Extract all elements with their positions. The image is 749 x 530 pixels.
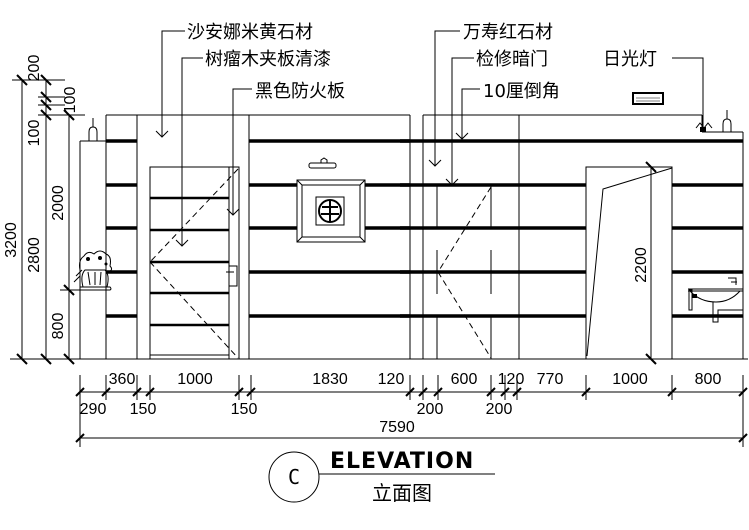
dim-upper: 200 <box>26 55 43 82</box>
view-letter: C <box>288 465 300 489</box>
dim-h-120a: 120 <box>378 371 405 388</box>
dim-h-150b: 150 <box>231 401 258 418</box>
dim-total-height: 3200 <box>3 222 20 258</box>
dim-h-120b: 120 <box>498 371 525 388</box>
dim-h-360: 360 <box>109 371 136 388</box>
dim-door-height: 2200 <box>633 247 650 283</box>
callout-sand-beige-stone: 沙安娜米黄石材 <box>187 22 313 43</box>
callout-access-door: 检修暗门 <box>476 49 548 70</box>
potted-plant <box>73 250 113 291</box>
dim-h-150a: 150 <box>130 401 157 418</box>
right-door <box>585 166 673 360</box>
vase-right <box>722 110 732 132</box>
dim-ceiling-height: 2800 <box>26 237 43 273</box>
dim-h-290: 290 <box>80 401 107 418</box>
access-hidden-door <box>436 185 492 359</box>
dim-h-770: 770 <box>537 371 564 388</box>
horizontal-dimensions: 360 1000 1830 120 600 120 770 1000 800 2… <box>75 371 748 447</box>
dim-h-1830: 1830 <box>312 371 348 388</box>
wood-door <box>149 166 240 360</box>
vertical-dimensions: 3200 200 2800 100 100 2000 800 2200 <box>3 55 657 365</box>
dim-middle: 2000 <box>50 185 67 221</box>
title-block: C ELEVATION 立面图 <box>268 449 495 505</box>
callouts: 沙安娜米黄石材 树瘤木夹板清漆 黑色防火板 万寿红石材 检修暗门 10厘倒角 日… <box>187 22 657 102</box>
wash-basin <box>688 277 743 323</box>
dim-h-200a: 200 <box>417 401 444 418</box>
fluorescent-lamp-icon <box>632 92 713 132</box>
callout-fluorescent-lamp: 日光灯 <box>603 49 657 70</box>
framed-artwork <box>296 157 366 243</box>
dim-band-b: 100 <box>62 87 79 114</box>
dim-h-800: 800 <box>695 371 722 388</box>
view-marker-circle <box>268 451 320 503</box>
dim-lower: 800 <box>50 313 67 340</box>
dim-ticks <box>75 387 748 443</box>
callout-leaders <box>155 30 704 247</box>
dim-h-1000b: 1000 <box>612 371 648 388</box>
dim-h-1000a: 1000 <box>177 371 213 388</box>
black-fireboard-bands <box>106 139 743 318</box>
callout-red-stone: 万寿红石材 <box>463 22 553 43</box>
dim-overall: 7590 <box>379 419 415 436</box>
drawing-subtitle: 立面图 <box>372 481 432 505</box>
dim-band-a: 100 <box>26 120 43 147</box>
drawing-title: ELEVATION <box>330 449 474 474</box>
dim-h-200b: 200 <box>486 401 513 418</box>
door-handle <box>228 265 238 287</box>
dim-h-600: 600 <box>451 371 478 388</box>
callout-burl-veneer-varnish: 树瘤木夹板清漆 <box>205 49 331 70</box>
callout-black-fireboard: 黑色防火板 <box>255 81 345 102</box>
callout-chamfer: 10厘倒角 <box>483 81 560 102</box>
vase-left <box>88 118 98 141</box>
wall-structure <box>10 114 748 360</box>
